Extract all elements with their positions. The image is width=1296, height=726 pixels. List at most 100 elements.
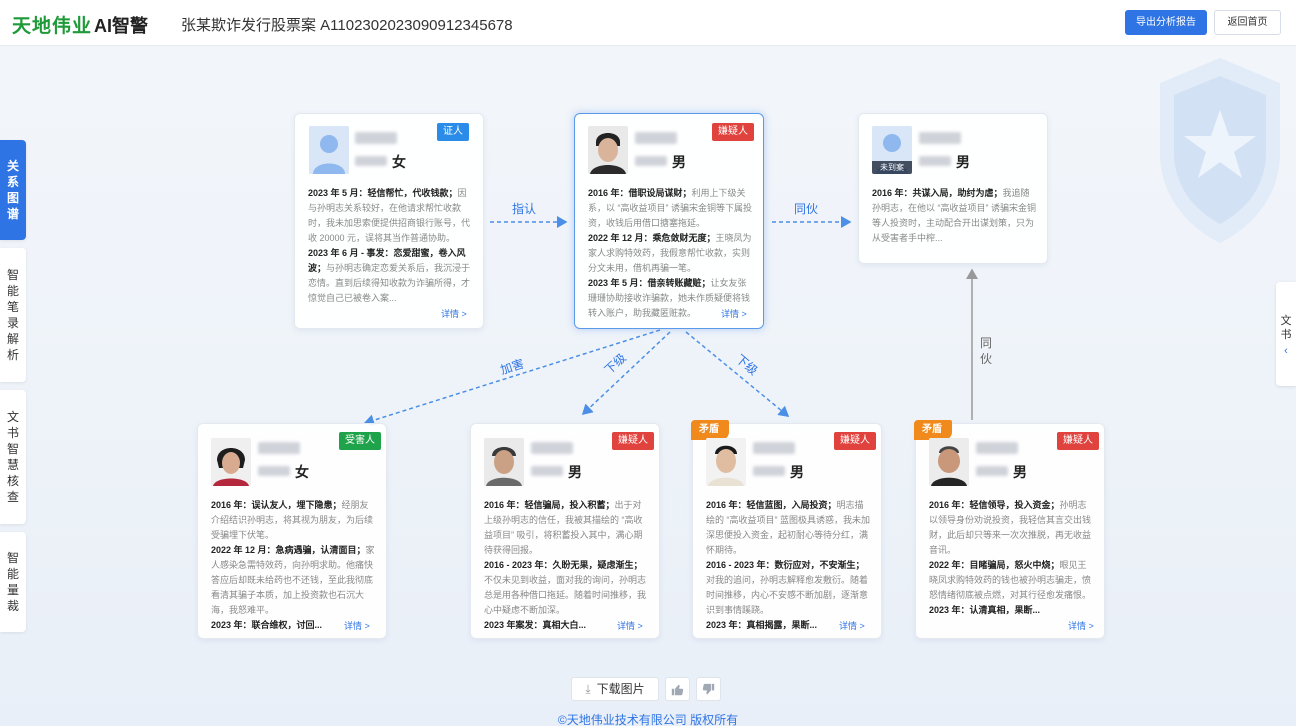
person-card-suspect-4[interactable]: 矛盾 男 嫌疑人 2016 年：轻信领导，投入资金；孙明志以领导身份劝说投资，我…	[914, 420, 1105, 639]
brand-logo: 天地伟业	[12, 16, 93, 37]
stage-text: 与孙明志确定恋爱关系后，我沉浸于恋情。直到后续得知收款为诈骗所得，才惊觉自己已被…	[308, 263, 471, 303]
stage-heading: 2022 年 12 月：急病遇骗，认清面目；	[211, 545, 366, 555]
redacted-age	[635, 156, 667, 166]
stage-text: 明志描绘的 “高收益项目” 蓝图极具诱惑，我未加深思便投入资金，起初耐心等待分红…	[706, 500, 870, 555]
details-link[interactable]: 详情 >	[721, 309, 747, 319]
card-description: 2016 年：轻信骗局，投入积蓄；出于对上级孙明志的信任，我被其描绘的 “高收益…	[484, 498, 650, 632]
not-arrested-badge: 未到案	[872, 161, 912, 174]
stage-heading: 2016 年：轻信骗局，投入积蓄；	[484, 500, 615, 510]
gender-label: 女	[392, 154, 406, 170]
person-card-accomplice[interactable]: 未到案 男 2016 年：共谋入局，助纣为虐；我追随孙明志，在他以 “高收益项目…	[858, 113, 1048, 264]
stage-text: 孙明志以领导身份劝说投资，我轻信其言交出钱财，此后却只等来一次次推脱，再无收益音…	[929, 500, 1092, 555]
stage-heading: 2022 年 12 月：乘危敛财无度；	[588, 233, 716, 243]
details-link[interactable]: 详情 >	[344, 621, 370, 631]
edge-label: 同伙	[980, 336, 993, 366]
gender-label: 男	[568, 464, 582, 480]
person-card-suspect-3[interactable]: 矛盾 男 嫌疑人 2016 年：轻信蓝图，入局投资；明志描绘的 “高收益项目” …	[691, 420, 882, 639]
avatar	[588, 126, 628, 174]
stage-text: 出于对上级孙明志的信任，我被其描绘的 “高收益项目” 吸引，将积蓄投入其中，满心…	[484, 500, 643, 555]
conflict-ribbon: 矛盾	[914, 420, 952, 440]
card-description: 2016 年：借职设局谋财；利用上下级关系，以 “高收益项目” 诱骗宋金铜等下属…	[588, 186, 754, 321]
stage-heading: 2023 年 6 月 - 事发：恋爱甜蜜，卷入风波；	[308, 248, 466, 273]
like-button[interactable]	[665, 677, 690, 701]
stage-heading: 2023 年：真相揭露，果断...	[706, 620, 818, 630]
stage-heading: 2016 年：共谋入局，助纣为虐；	[872, 188, 1003, 198]
stage-text: 眼见王晓凤求购特效药的钱也被孙明志骗走，愤怒情绪彻底被点燃，对其行径愈发痛恨。	[929, 560, 1092, 600]
avatar	[706, 438, 746, 486]
stage-heading: 2023 年：联合维权，讨回...	[211, 620, 323, 630]
stage-heading: 2023 年案发：真相大白...	[484, 620, 587, 630]
brand-sub: AI智警	[94, 16, 148, 36]
thumbs-down-icon	[702, 683, 715, 695]
redacted-age	[753, 466, 785, 476]
role-tag-suspect: 嫌疑人	[612, 432, 654, 450]
top-bar: 天地伟业 AI智警 张某欺诈发行股票案 A1102302023090912345…	[0, 0, 1296, 46]
role-tag-witness: 证人	[437, 123, 469, 141]
tab-label: 文书智慧核查	[6, 410, 19, 504]
stage-text: 不仅未见到收益，面对我的询问，孙明志总是用各种借口拖延。随着时间推移，我心中疑虑…	[484, 575, 647, 615]
person-card-main-suspect[interactable]: 男 嫌疑人 2016 年：借职设局谋财；利用上下级关系，以 “高收益项目” 诱骗…	[574, 113, 764, 329]
stage-heading: 2016 年：轻信领导，投入资金；	[929, 500, 1060, 510]
gender-label: 男	[956, 154, 970, 170]
gender-label: 男	[1013, 464, 1027, 480]
card-description: 2016 年：共谋入局，助纣为虐；我追随孙明志，在他以 “高收益项目” 诱骗宋金…	[872, 186, 1038, 246]
gender-label: 男	[790, 464, 804, 480]
thumbs-up-icon	[671, 684, 684, 696]
dislike-button[interactable]	[696, 677, 721, 701]
page-title: 张某欺诈发行股票案 A1102302023090912345678	[181, 17, 513, 34]
person-card-witness[interactable]: 女 证人 2023 年 5 月：轻信帮忙，代收钱款；因与孙明志关系较好，在他请求…	[294, 113, 484, 329]
stage-heading: 2016 年：轻信蓝图，入局投资；	[706, 500, 837, 510]
export-report-button[interactable]: 导出分析报告	[1125, 10, 1207, 35]
role-tag-suspect: 嫌疑人	[712, 123, 754, 141]
stage-text: 利用上下级关系，以 “高收益项目” 诱骗宋金铜等下属投资，收钱后用借口搪塞拖延。	[588, 188, 752, 228]
stage-text: 因与孙明志关系较好，在他请求帮忙收款时，我未加思索便提供招商银行账号，代收 20…	[308, 188, 471, 243]
document-panel-label: 文书	[1280, 315, 1292, 341]
details-link[interactable]: 详情 >	[839, 621, 865, 631]
shield-watermark-icon	[1160, 58, 1280, 243]
edge-line	[363, 329, 661, 427]
person-card-suspect-2[interactable]: 男 嫌疑人 2016 年：轻信骗局，投入积蓄；出于对上级孙明志的信任，我被其描绘…	[470, 423, 660, 639]
download-image-button[interactable]: ⤓下载图片	[571, 677, 659, 701]
document-panel-toggle[interactable]: 文书 ‹	[1276, 282, 1296, 386]
stage-text: 王晓凤为家人求购特效药，我假意帮忙收款，实则分文未用，借机再骗一笔。	[588, 233, 752, 273]
stage-heading: 2022 年：目睹骗局，怒火中烧；	[929, 560, 1060, 570]
redacted-age	[355, 156, 387, 166]
copyright-footer: ©天地伟业技术有限公司 版权所有	[557, 713, 739, 726]
stage-text: 家人感染急需特效药，向孙明求助。他痛快答应后却既未给药也不还钱，至此我彻底看清其…	[211, 545, 375, 615]
edge-label: 同伙	[794, 202, 819, 216]
stage-text: 对我的追问，孙明志解释愈发敷衍。随着时间推移，内心不安感不断加剧，逐渐意识到事情…	[706, 575, 869, 615]
card-description: 2016 年：误认友人，埋下隐患；经朋友介绍结识孙明志，将其视为朋友，为后续受骗…	[211, 498, 377, 632]
stage-heading: 2016 年：借职设局谋财；	[588, 188, 692, 198]
avatar	[211, 438, 251, 486]
tab-relationship-graph[interactable]: 关系图谱	[0, 140, 26, 240]
stage-text: 让女友张珊珊协助接收诈骗款，她未作质疑便将钱转入账户，助我藏匿赃款。	[588, 278, 751, 318]
download-icon: ⤓	[585, 682, 591, 696]
card-description: 2016 年：轻信领导，投入资金；孙明志以领导身份劝说投资，我轻信其言交出钱财，…	[929, 498, 1095, 632]
redacted-age	[919, 156, 951, 166]
avatar-placeholder	[309, 126, 349, 174]
tab-sentencing[interactable]: 智能量裁	[0, 532, 26, 632]
stage-heading: 2016 年：误认友人，埋下隐患；	[211, 500, 342, 510]
role-tag-suspect: 嫌疑人	[1057, 432, 1099, 450]
tab-smart-transcript[interactable]: 智能笔录解析	[0, 248, 26, 382]
redacted-name	[919, 132, 961, 144]
edge-line	[685, 331, 790, 417]
redacted-age	[258, 466, 290, 476]
gender-label: 女	[295, 464, 309, 480]
person-card-victim[interactable]: 女 受害人 2016 年：误认友人，埋下隐患；经朋友介绍结识孙明志，将其视为朋友…	[197, 423, 387, 639]
tab-label: 智能量裁	[6, 551, 19, 613]
details-link[interactable]: 详情 >	[617, 621, 643, 631]
redacted-name	[976, 442, 1018, 454]
tab-label: 智能笔录解析	[6, 268, 19, 362]
edge-line	[581, 331, 671, 416]
details-link[interactable]: 详情 >	[441, 309, 467, 319]
card-description: 2016 年：轻信蓝图，入局投资；明志描绘的 “高收益项目” 蓝图极具诱惑，我未…	[706, 498, 872, 632]
redacted-name	[258, 442, 300, 454]
gender-label: 男	[672, 154, 686, 170]
tab-document-check[interactable]: 文书智慧核查	[0, 390, 26, 524]
edge-label: 指认	[512, 202, 537, 216]
stage-heading: 2023 年：认清真相，果断...	[929, 605, 1041, 615]
details-link[interactable]: 详情 >	[1068, 621, 1094, 631]
home-button[interactable]: 返回首页	[1214, 10, 1281, 35]
